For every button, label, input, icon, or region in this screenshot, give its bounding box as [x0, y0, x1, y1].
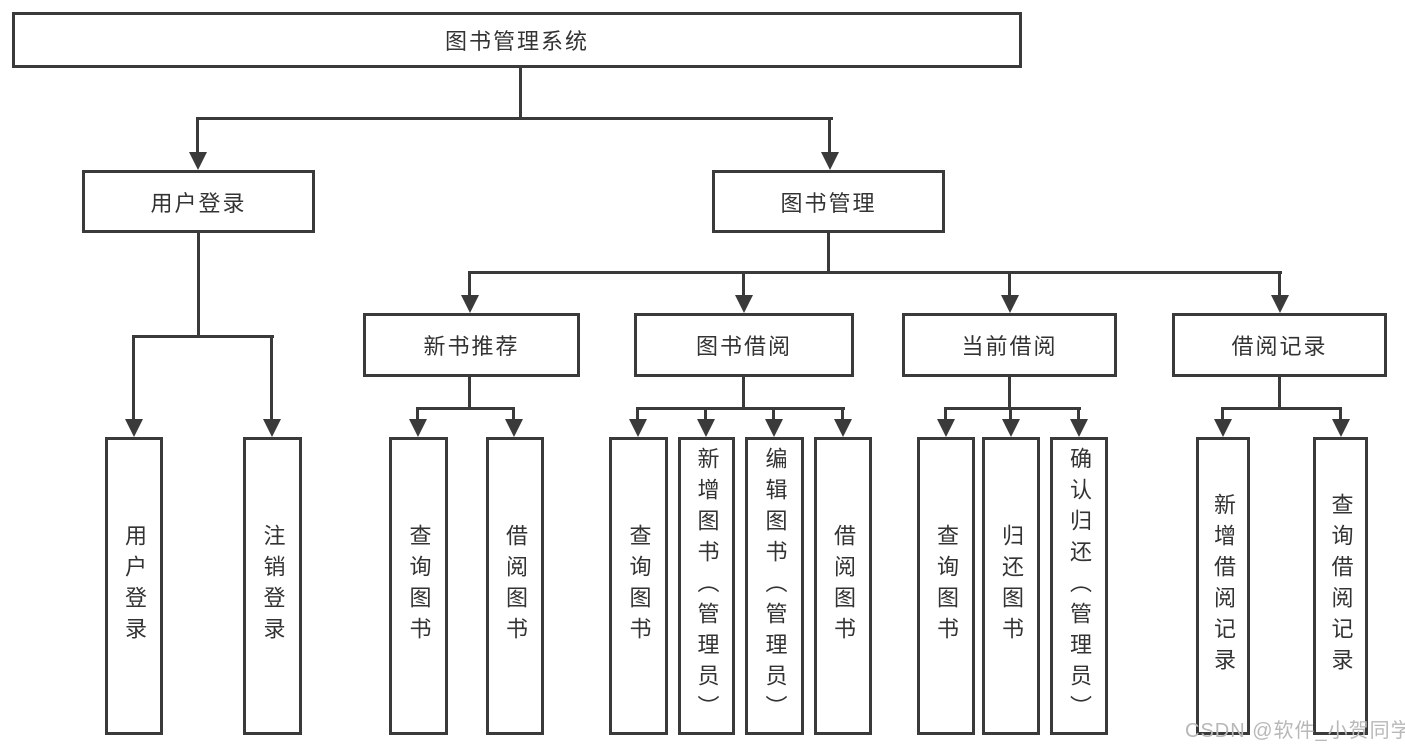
connector-vline [742, 377, 745, 409]
node-label: 图书借阅 [695, 334, 792, 359]
connector-hline [945, 407, 1081, 410]
node-book-borrowing: 图书借阅 [634, 313, 854, 377]
node-borrowing-records: 借阅记录 [1172, 313, 1387, 377]
node-query-books-borrowing: 查询图书 [609, 437, 668, 735]
node-label: 用户登录 [150, 190, 247, 216]
connector-hline [1222, 407, 1342, 410]
watermark: CSDN @软件_小贺同学 [1185, 720, 1405, 742]
node-label: 新书推荐 [423, 334, 520, 359]
arrow-down-icon [1000, 271, 1019, 313]
node-add-borrow-record: 新增借阅记录 [1196, 437, 1250, 735]
node-label: 查询图书 [934, 524, 959, 648]
node-query-books-current: 查询图书 [917, 437, 975, 735]
connector-vline [827, 233, 830, 273]
node-logout: 注销登录 [243, 437, 302, 735]
node-label: 借阅图书 [831, 524, 856, 648]
node-label: 查询借阅记录 [1328, 493, 1354, 679]
node-query-borrow-record: 查询借阅记录 [1313, 437, 1368, 735]
node-label: 新增图书（管理员） [694, 446, 720, 726]
node-label: 借阅图书 [503, 524, 528, 648]
arrow-down-icon [1270, 271, 1289, 313]
node-label: 注销登录 [260, 524, 286, 648]
arrow-down-icon [628, 407, 647, 437]
node-label: 新增借阅记录 [1211, 493, 1236, 679]
connector-hline [196, 117, 833, 120]
node-label: 当前借阅 [961, 334, 1058, 359]
arrow-down-icon [820, 117, 839, 170]
arrow-down-icon [262, 335, 281, 437]
node-library-management-system: 图书管理系统 [12, 12, 1022, 68]
arrow-down-icon [124, 335, 143, 437]
connector-vline [197, 233, 200, 337]
node-current-borrowing: 当前借阅 [902, 313, 1117, 377]
node-user-login-action: 用户登录 [105, 437, 163, 735]
node-label: 查询图书 [626, 524, 652, 648]
arrow-down-icon [504, 407, 523, 437]
arrow-down-icon [1001, 407, 1020, 437]
arrow-down-icon [460, 271, 479, 313]
node-label: 图书管理系统 [444, 29, 589, 54]
node-user-login: 用户登录 [82, 170, 315, 233]
arrow-down-icon [833, 407, 852, 437]
node-label: 借阅记录 [1231, 334, 1328, 359]
node-book-management: 图书管理 [712, 170, 945, 233]
node-query-books-recommend: 查询图书 [389, 437, 448, 735]
arrow-down-icon [696, 407, 715, 437]
connector-hline [469, 271, 1282, 274]
arrow-down-icon [1331, 407, 1350, 437]
connector-hline [637, 407, 845, 410]
connector-vline [1008, 377, 1011, 409]
node-add-book-admin: 新增图书（管理员） [678, 437, 735, 735]
arrow-down-icon [408, 407, 427, 437]
arrow-down-icon [1069, 407, 1088, 437]
node-label: 确认归还（管理员） [1067, 446, 1092, 726]
arrow-down-icon [188, 117, 207, 170]
connector-vline [1278, 377, 1281, 409]
node-borrow-books: 借阅图书 [814, 437, 872, 735]
connector-vline [519, 68, 522, 118]
node-confirm-return-admin: 确认归还（管理员） [1050, 437, 1108, 735]
arrow-down-icon [734, 271, 753, 313]
node-edit-book-admin: 编辑图书（管理员） [745, 437, 804, 735]
node-label: 查询图书 [406, 524, 432, 648]
node-label: 图书管理 [780, 190, 877, 216]
arrow-down-icon [764, 407, 783, 437]
connector-hline [417, 407, 515, 410]
node-label: 归还图书 [999, 524, 1024, 648]
connector-vline [468, 377, 471, 409]
node-label: 编辑图书（管理员） [762, 446, 788, 726]
node-label: 用户登录 [122, 524, 147, 648]
node-new-book-recommend: 新书推荐 [363, 313, 580, 377]
connector-hline [133, 335, 274, 338]
arrow-down-icon [1213, 407, 1232, 437]
arrow-down-icon [936, 407, 955, 437]
node-borrow-books-recommend: 借阅图书 [486, 437, 544, 735]
node-return-book: 归还图书 [982, 437, 1040, 735]
